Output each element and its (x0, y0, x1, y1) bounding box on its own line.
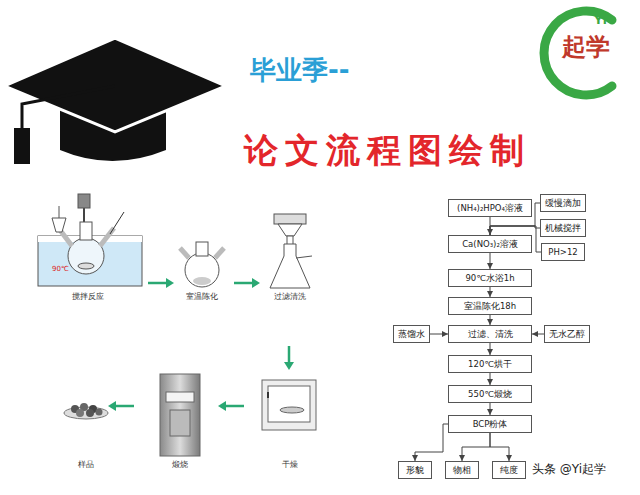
graduation-cap (4, 38, 226, 164)
box-text: 纯度 (500, 466, 518, 475)
connector (415, 424, 448, 461)
process-box: 物相 (445, 461, 479, 479)
connector (490, 253, 491, 269)
reaction-apparatus (38, 194, 142, 286)
process-box: 缓慢滴加 (540, 194, 586, 212)
watermark: 头条 @Yi起学 (532, 463, 606, 476)
connector (490, 287, 491, 297)
box-text: 550℃煅烧 (468, 390, 512, 399)
box-text: 室温陈化18h (464, 302, 516, 311)
box-text: Ca(NO₃)₂溶液 (462, 240, 518, 249)
step-label: 搅拌反应 (72, 293, 104, 302)
box-text: PH>12 (548, 248, 577, 257)
connector (490, 343, 491, 355)
box-text: 过滤、清洗 (468, 330, 513, 339)
process-box: 120℃烘干 (448, 355, 532, 373)
process-box: Ca(NO₃)₂溶液 (448, 235, 532, 253)
logo-text: Yi (594, 14, 607, 27)
subtitle: 毕业季-- (250, 56, 350, 85)
drying-oven (262, 380, 316, 430)
process-box: 90℃水浴1h (448, 269, 532, 287)
temperature-label: 90℃ (52, 266, 69, 274)
filter-flask (270, 214, 312, 288)
process-box: 蒸馏水 (393, 325, 430, 343)
connector (490, 226, 540, 235)
connector (430, 334, 449, 335)
connector (532, 334, 544, 335)
box-text: 90℃水浴1h (465, 274, 514, 283)
process-box: 过滤、清洗 (448, 325, 532, 343)
logo (544, 11, 612, 95)
step-label: 干燥 (282, 461, 298, 470)
connector (490, 403, 491, 415)
furnace (160, 374, 200, 456)
aging-flask (180, 242, 224, 287)
connector (490, 433, 509, 461)
logo-text: 起学 (562, 34, 610, 60)
step-label: 过滤清洗 (274, 293, 306, 302)
process-box: 机械搅拌 (540, 219, 586, 237)
connector (490, 373, 491, 385)
process-box: (NH₄)₂HPO₄溶液 (448, 199, 532, 217)
box-text: 形貌 (406, 466, 424, 475)
box-text: (NH₄)₂HPO₄溶液 (457, 204, 523, 213)
connector (462, 433, 490, 461)
box-text: 缓慢滴加 (545, 199, 581, 208)
process-box: 550℃煅烧 (448, 385, 532, 403)
connector (490, 315, 491, 325)
box-text: 机械搅拌 (545, 224, 581, 233)
step-label: 煅烧 (172, 461, 188, 470)
box-text: BCP粉体 (473, 420, 508, 429)
title: 论文流程图绘制 (244, 132, 531, 169)
process-box: 室温陈化18h (448, 297, 532, 315)
process-box: 无水乙醇 (544, 325, 590, 343)
box-text: 无水乙醇 (549, 330, 585, 339)
box-text: 120℃烘干 (468, 360, 512, 369)
process-box: 纯度 (492, 461, 526, 479)
step-label: 样品 (78, 461, 94, 470)
step-label: 室温陈化 (186, 293, 218, 302)
process-box: BCP粉体 (448, 415, 532, 433)
process-box: 形貌 (398, 461, 432, 479)
process-box: PH>12 (541, 243, 585, 261)
box-text: 蒸馏水 (398, 330, 425, 339)
sample-dish (64, 403, 108, 419)
box-text: 物相 (453, 466, 471, 475)
